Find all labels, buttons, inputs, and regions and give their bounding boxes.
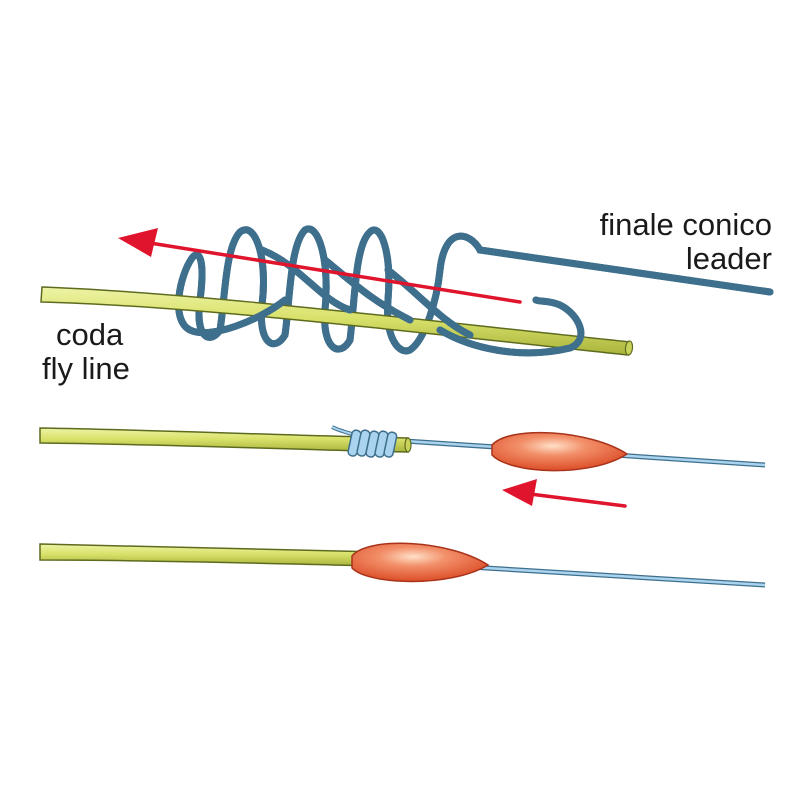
fly-line-step-3 — [39, 543, 381, 567]
fly-line-label-line1: coda — [56, 317, 124, 352]
knot-cover-step-3 — [351, 542, 490, 583]
leader-label-line1: finale conico — [599, 207, 772, 242]
step-2-tightened — [39, 425, 766, 508]
fly-line-step-2 — [39, 427, 412, 453]
step-1-wrapping — [40, 228, 774, 356]
fly-line-label: coda fly line — [42, 318, 130, 386]
knot-cover-step-2 — [491, 431, 629, 472]
fly-line-step-1 — [40, 286, 634, 356]
leader-label: finale conico leader — [540, 208, 772, 276]
slide-arrow-step-2 — [502, 479, 627, 508]
fly-line-label-line2: fly line — [42, 351, 130, 386]
tight-wraps — [331, 425, 398, 458]
leader-step-3 — [469, 564, 766, 588]
leader-coils-front — [186, 246, 581, 353]
step-3-covered — [39, 542, 766, 588]
pull-arrow-step-1 — [118, 228, 522, 304]
leader-label-line2: leader — [685, 241, 772, 276]
